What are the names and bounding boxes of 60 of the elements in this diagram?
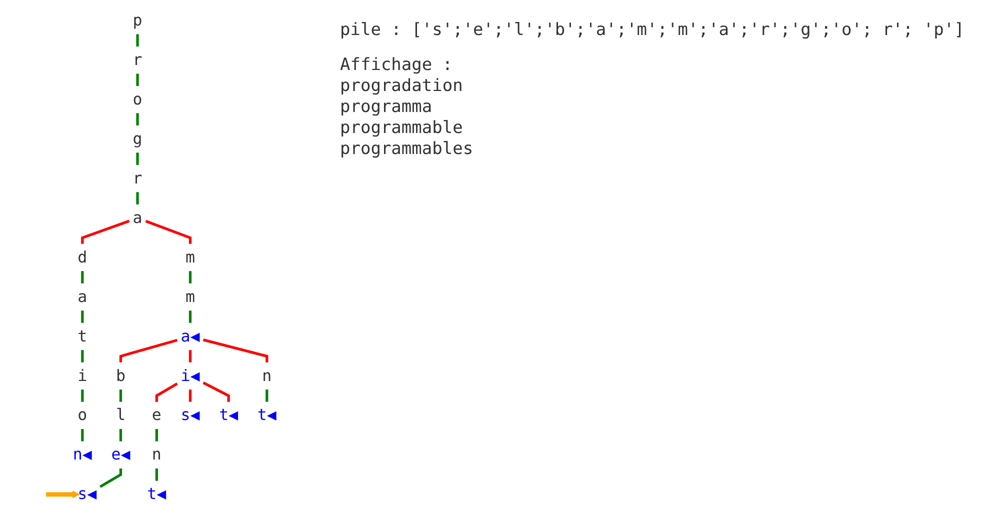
node-text: a [78,288,88,306]
connector-line [188,390,192,402]
arrow [46,490,80,498]
connector-line [136,192,139,204]
node-text: g [132,130,142,148]
node-text: m [185,288,196,306]
connector-line [119,390,122,402]
connector-line [81,390,84,402]
connector-line [266,390,268,402]
connector-line [81,220,130,244]
connector-line [119,338,178,362]
node-text: s◀ [180,406,200,425]
node-text: t [78,327,88,346]
node-text: t◀ [257,406,276,425]
connector-line [81,310,84,323]
node-text: b [116,366,126,386]
connector-line [202,381,230,402]
connector-line [136,34,139,46]
node-text: n◀ [72,446,92,464]
node-text: r [132,169,142,188]
connector-line [145,220,192,244]
output-heading: Affichage : [340,55,454,76]
connector-line [81,350,84,362]
connector-line [155,429,158,442]
connector-line [81,429,84,442]
connector-line [119,429,122,442]
connector-line [155,468,158,481]
connector-line [202,338,268,362]
connector-line [81,271,84,284]
output-word: programma [340,97,434,118]
node-text: t◀ [219,406,238,425]
node-text: a [132,208,142,228]
node-text: e◀ [111,446,130,464]
connector-line [136,113,139,126]
node-text: d [78,248,88,267]
output-word: programmable [340,118,464,139]
connector-line [100,468,122,488]
node-text: t◀ [147,485,166,504]
node-text: p [132,11,142,30]
output-word: progradation [340,76,464,97]
connector-line [188,271,192,284]
stack-text: pile : ['s';'e';'l';'b';'a';'m';'m';'a';'r';'g';'o'; r'; 'p'] [340,20,964,41]
connector-line [155,382,178,402]
node-text: i [78,366,88,386]
node-text: n [262,366,272,386]
node-text: o [132,90,142,109]
connector-line [136,152,139,165]
connector-line [136,74,139,86]
output-word: programmables [340,139,474,160]
node-text: e [152,406,162,425]
node-text: l [116,406,126,425]
node-text: o [78,406,88,425]
node-text: a◀ [180,327,200,346]
node-text: m [185,248,196,267]
connector-line [188,350,192,362]
node-text: n [152,446,162,464]
node-text: r [132,50,142,70]
node-text: s◀ [78,485,97,504]
node-text: i◀ [180,366,200,386]
connector-line [188,310,192,323]
